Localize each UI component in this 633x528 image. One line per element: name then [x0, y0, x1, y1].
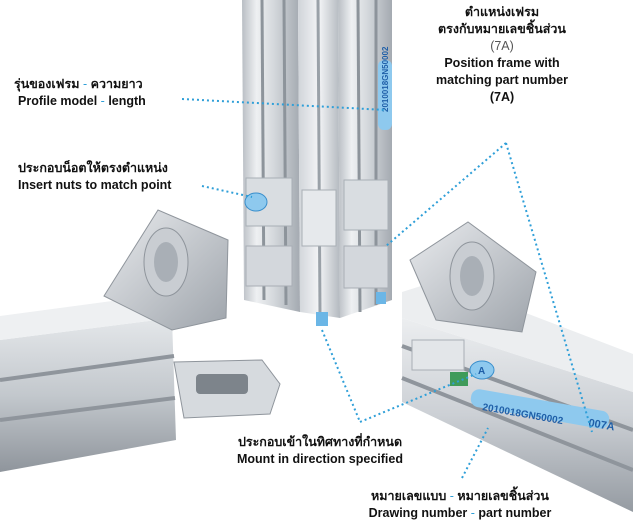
left-profile — [0, 209, 281, 472]
vertical-profile — [242, 0, 392, 326]
leader-lines — [181, 98, 593, 479]
right-profile — [401, 221, 633, 512]
leader-drawing-number — [461, 427, 489, 479]
insert-nuts-thai: ประกอบน็อตให้ตรงตำแหน่ง — [18, 161, 168, 175]
position-frame-code-bold: (7A) — [489, 90, 515, 104]
vertical-part-label: 2010018GN50002 — [381, 46, 390, 112]
callout-position-frame: ตำแหน่งเฟรม ตรงกับหมายเลขชิ้นส่วน (7A) P… — [410, 4, 594, 106]
profile-model-thai: รุ่นของเฟรม - ความยาว — [14, 77, 143, 91]
drawing-number-english: Drawing number - part number — [368, 506, 552, 520]
letter-tag-text: A — [478, 366, 485, 377]
leader-mount-b — [359, 373, 477, 423]
leader-position-frame-a — [385, 142, 507, 247]
callout-mount-direction: ประกอบเข้าในทิศทางที่กำหนด Mount in dire… — [210, 434, 430, 468]
position-frame-english-1: Position frame with — [444, 56, 560, 70]
callout-drawing-number: หมายเลขแบบ - หมายเลขชิ้นส่วน Drawing num… — [328, 488, 592, 522]
mount-direction-thai: ประกอบเข้าในทิศทางที่กำหนด — [237, 435, 403, 449]
callout-profile-model: รุ่นของเฟรม - ความยาว Profile model - le… — [14, 76, 146, 110]
leader-position-frame-b — [505, 142, 593, 433]
insert-nuts-english: Insert nuts to match point — [18, 178, 172, 192]
position-frame-code-paren: (7A) — [490, 39, 514, 53]
callout-insert-nuts: ประกอบน็อตให้ตรงตำแหน่ง Insert nuts to m… — [18, 160, 171, 194]
leader-profile-model — [181, 98, 387, 111]
leader-insert-nuts — [201, 185, 253, 198]
part-tag-text: 007A — [587, 417, 615, 433]
drawing-number-thai: หมายเลขแบบ - หมายเลขชิ้นส่วน — [371, 489, 549, 503]
position-frame-thai-2: ตรงกับหมายเลขชิ้นส่วน — [438, 22, 566, 36]
leader-mount-a — [321, 329, 361, 423]
position-frame-thai-1: ตำแหน่งเฟรม — [464, 5, 540, 19]
profile-model-english: Profile model - length — [18, 94, 146, 108]
position-frame-english-2: matching part number — [436, 73, 568, 87]
mount-direction-english: Mount in direction specified — [237, 452, 403, 466]
